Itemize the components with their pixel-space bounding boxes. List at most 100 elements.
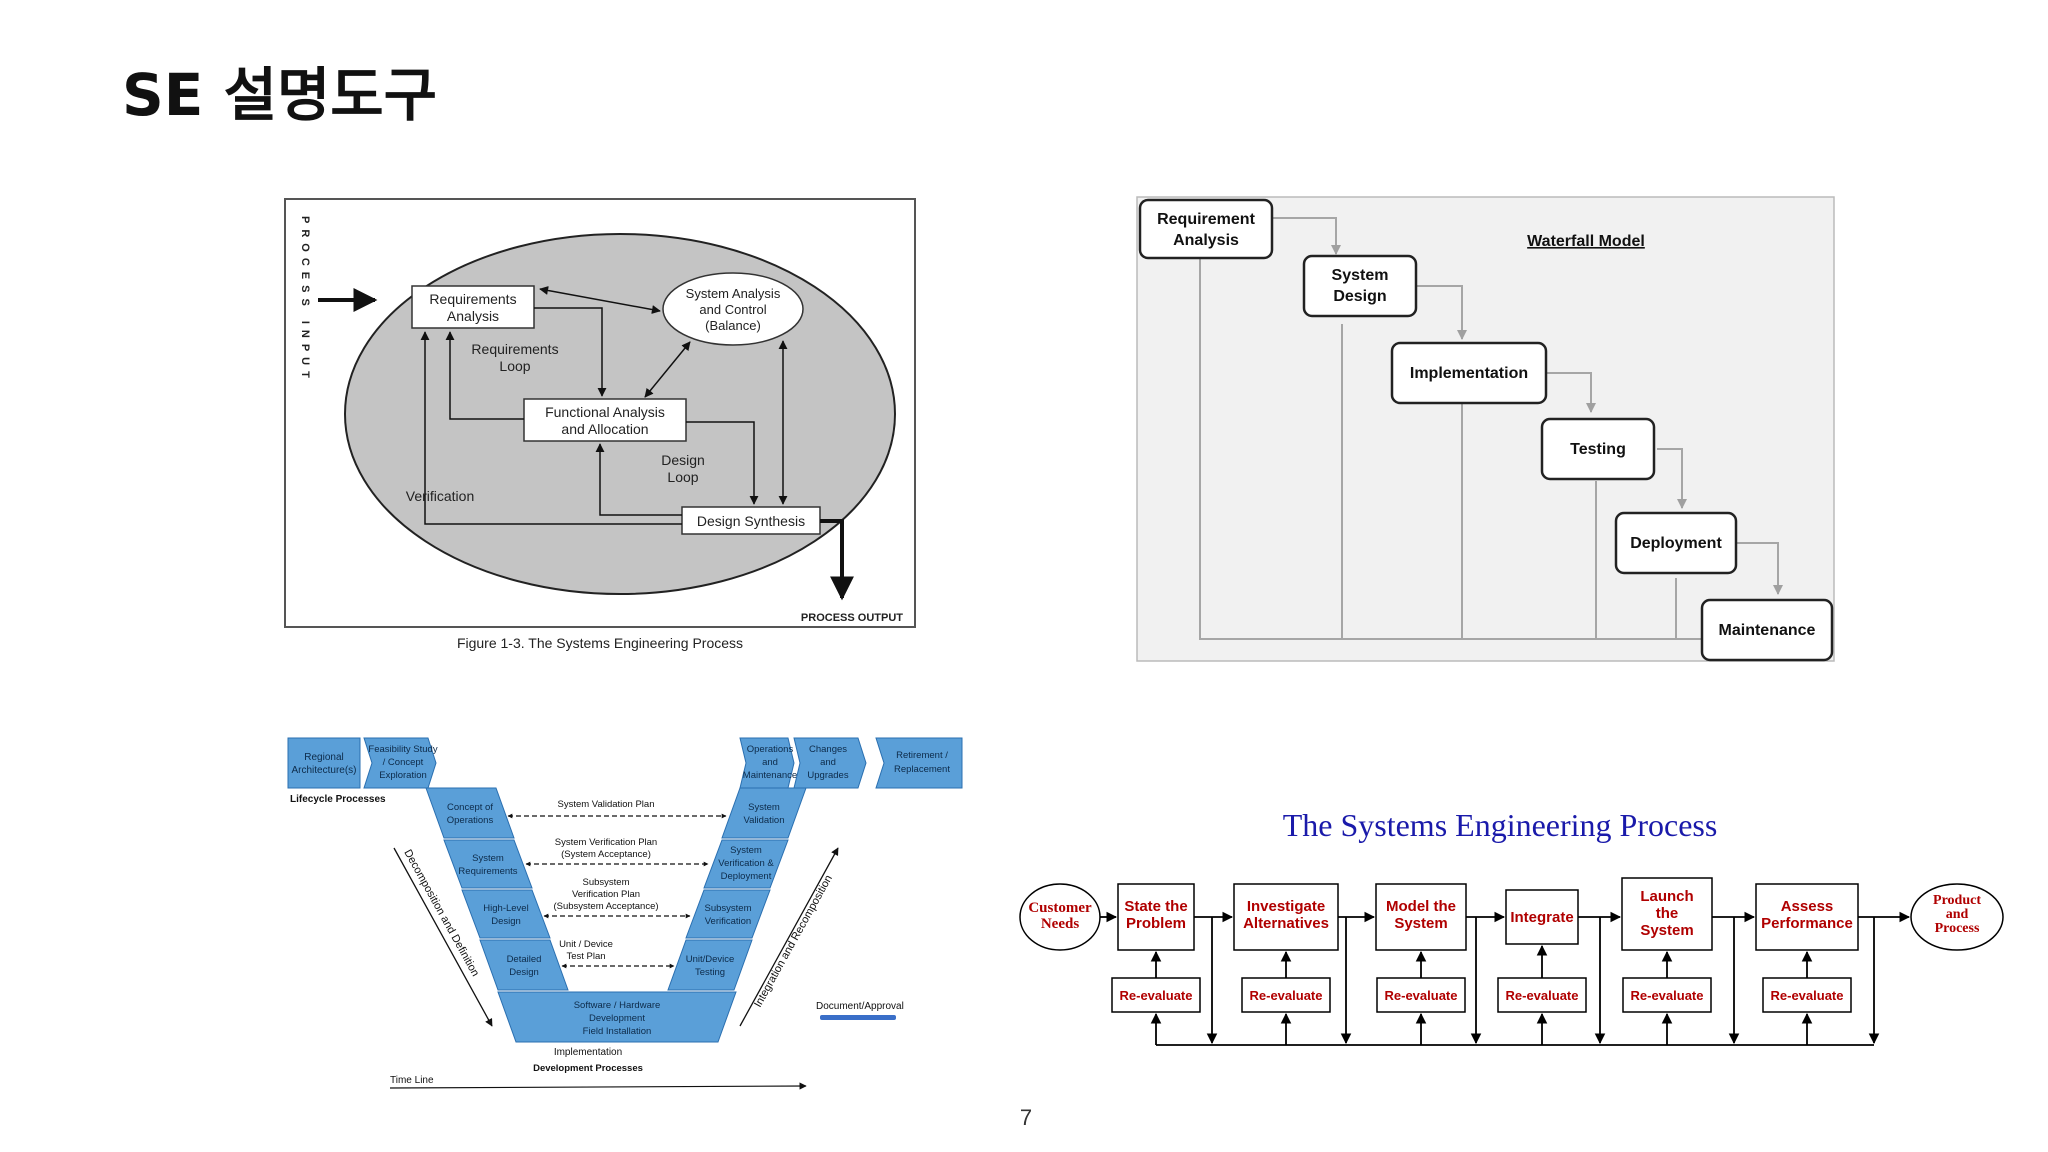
svg-text:Analysis: Analysis xyxy=(447,308,499,324)
svg-text:Re-evaluate: Re-evaluate xyxy=(1506,988,1579,1003)
waterfall-step-deployment: Deployment xyxy=(1614,511,1738,575)
vee-high-level-design: High-Level Design xyxy=(483,903,528,927)
svg-text:Upgrades: Upgrades xyxy=(807,770,848,781)
vee-time-line-arrow xyxy=(389,1082,807,1090)
svg-text:Launch: Launch xyxy=(1640,888,1693,905)
svg-text:Operations: Operations xyxy=(747,744,794,755)
svg-text:System: System xyxy=(748,802,780,813)
vee-software-hardware-development: Software / Hardware Development Field In… xyxy=(574,1000,661,1037)
svg-text:Regional: Regional xyxy=(304,752,343,763)
sep-step-model-the-system: Model the System xyxy=(1375,883,1467,951)
svg-text:Retirement /: Retirement / xyxy=(896,750,948,761)
svg-text:the: the xyxy=(1656,905,1679,922)
svg-text:Development: Development xyxy=(589,1013,645,1024)
svg-text:System: System xyxy=(472,853,504,864)
sep-step-launch-the-system: Launch the System xyxy=(1621,877,1713,951)
svg-text:Subsystem: Subsystem xyxy=(705,903,752,914)
svg-text:Re-evaluate: Re-evaluate xyxy=(1385,988,1458,1003)
process-output-label: PROCESS OUTPUT xyxy=(801,612,903,624)
vee-system-validation: System Validation xyxy=(743,802,784,826)
sep-flow-title: The Systems Engineering Process xyxy=(1283,807,1718,843)
vee-regional-architecture: Regional Architecture(s) xyxy=(287,737,361,789)
waterfall-step-testing: Testing xyxy=(1540,417,1656,481)
vee-system-verification-deployment: System Verification & Deployment xyxy=(718,845,774,882)
svg-text:and: and xyxy=(1946,907,1969,922)
waterfall-title: Waterfall Model xyxy=(1527,233,1645,250)
svg-text:Loop: Loop xyxy=(667,469,698,485)
svg-text:Requirements: Requirements xyxy=(458,866,517,877)
svg-text:Performance: Performance xyxy=(1761,915,1853,932)
svg-text:and Allocation: and Allocation xyxy=(561,421,648,437)
vee-left-step-2-shape xyxy=(443,839,533,889)
svg-text:Product: Product xyxy=(1933,893,1981,908)
svg-text:Feasibility Study: Feasibility Study xyxy=(368,744,437,755)
svg-text:Unit/Device: Unit/Device xyxy=(686,954,735,965)
vee-implementation-label: Implementation xyxy=(554,1047,622,1058)
design-synthesis-box: Design Synthesis xyxy=(681,506,821,535)
svg-text:Maintenance: Maintenance xyxy=(743,770,797,781)
svg-text:Verification &: Verification & xyxy=(718,858,774,869)
waterfall-step-system-design: System Design xyxy=(1302,254,1418,318)
svg-text:Testing: Testing xyxy=(1570,441,1626,458)
vee-system-requirements: System Requirements xyxy=(458,853,517,877)
svg-text:Verification Plan: Verification Plan xyxy=(572,889,640,900)
svg-text:Customer: Customer xyxy=(1028,900,1092,916)
svg-text:State the: State the xyxy=(1124,898,1187,915)
svg-text:Software / Hardware: Software / Hardware xyxy=(574,1000,661,1011)
svg-text:High-Level: High-Level xyxy=(483,903,528,914)
vee-left-step-4-shape xyxy=(479,939,569,991)
vee-time-line-label: Time Line xyxy=(390,1075,434,1086)
svg-text:Needs: Needs xyxy=(1041,916,1079,932)
svg-text:System: System xyxy=(1394,915,1447,932)
waterfall-step-implementation: Implementation xyxy=(1390,341,1548,405)
vee-development-label: Development Processes xyxy=(533,1063,643,1074)
system-analysis-ellipse: System Analysis and Control (Balance) xyxy=(662,272,804,346)
svg-text:Implementation: Implementation xyxy=(1410,365,1528,382)
svg-text:Detailed: Detailed xyxy=(507,954,542,965)
vee-system-validation-plan: System Validation Plan xyxy=(507,799,727,819)
svg-text:Analysis: Analysis xyxy=(1173,232,1239,249)
svg-text:Verification: Verification xyxy=(705,916,751,927)
waterfall-model-figure: Waterfall Model Requirement Analysis Sys… xyxy=(1136,196,1835,662)
svg-text:Architecture(s): Architecture(s) xyxy=(291,765,356,776)
verification-label: Verification xyxy=(406,488,474,504)
svg-text:System: System xyxy=(1640,922,1693,939)
svg-text:Requirements: Requirements xyxy=(429,291,516,307)
vee-lifecycle-label: Lifecycle Processes xyxy=(290,794,386,805)
vee-right-step-2-shape xyxy=(703,839,789,889)
svg-text:Validation: Validation xyxy=(743,815,784,826)
sep-step-investigate-alternatives: Investigate Alternatives xyxy=(1233,883,1339,951)
vee-subsystem-verification-plan: Subsystem Verification Plan (Subsystem A… xyxy=(543,877,691,919)
svg-text:Concept of: Concept of xyxy=(447,802,493,813)
vee-left-step-3-shape xyxy=(461,889,551,939)
svg-text:and: and xyxy=(762,757,778,768)
svg-text:Design: Design xyxy=(491,916,521,927)
svg-text:Functional Analysis: Functional Analysis xyxy=(545,404,665,420)
svg-text:Re-evaluate: Re-evaluate xyxy=(1120,988,1193,1003)
sep-reevaluate-3: Re-evaluate xyxy=(1376,977,1466,1013)
svg-text:Changes: Changes xyxy=(809,744,847,755)
waterfall-step-requirement-analysis: Requirement Analysis xyxy=(1138,198,1274,260)
vee-system-verification-plan: System Verification Plan (System Accepta… xyxy=(525,837,709,867)
vee-concept-of-operations: Concept of Operations xyxy=(447,802,494,826)
figure-caption: Figure 1-3. The Systems Engineering Proc… xyxy=(457,635,743,651)
sep-customer-needs: Customer Needs xyxy=(1019,883,1101,951)
vee-model-figure: Regional Architecture(s) Feasibility Stu… xyxy=(287,737,963,1090)
functional-analysis-box: Functional Analysis and Allocation xyxy=(523,398,687,442)
svg-text:Replacement: Replacement xyxy=(894,764,950,775)
se-process-figure: PROCESS INPUT Requirements Analysis Syst… xyxy=(284,198,916,651)
vee-subsystem-verification: Subsystem Verification xyxy=(705,903,752,927)
requirements-loop-label: Requirements Loop xyxy=(471,341,558,374)
svg-text:Subsystem: Subsystem xyxy=(583,877,630,888)
svg-text:Alternatives: Alternatives xyxy=(1243,915,1329,932)
svg-text:and: and xyxy=(820,757,836,768)
svg-text:(Balance): (Balance) xyxy=(705,318,761,333)
vee-bottom-step-shape xyxy=(497,991,737,1043)
svg-text:Field Installation: Field Installation xyxy=(583,1026,652,1037)
svg-text:System: System xyxy=(1332,267,1389,284)
waterfall-step-maintenance: Maintenance xyxy=(1700,598,1834,662)
sep-reevaluate-4: Re-evaluate xyxy=(1497,977,1587,1013)
svg-text:Requirement: Requirement xyxy=(1157,211,1255,228)
svg-text:Deployment: Deployment xyxy=(1630,535,1722,552)
svg-text:Requirements: Requirements xyxy=(471,341,558,357)
